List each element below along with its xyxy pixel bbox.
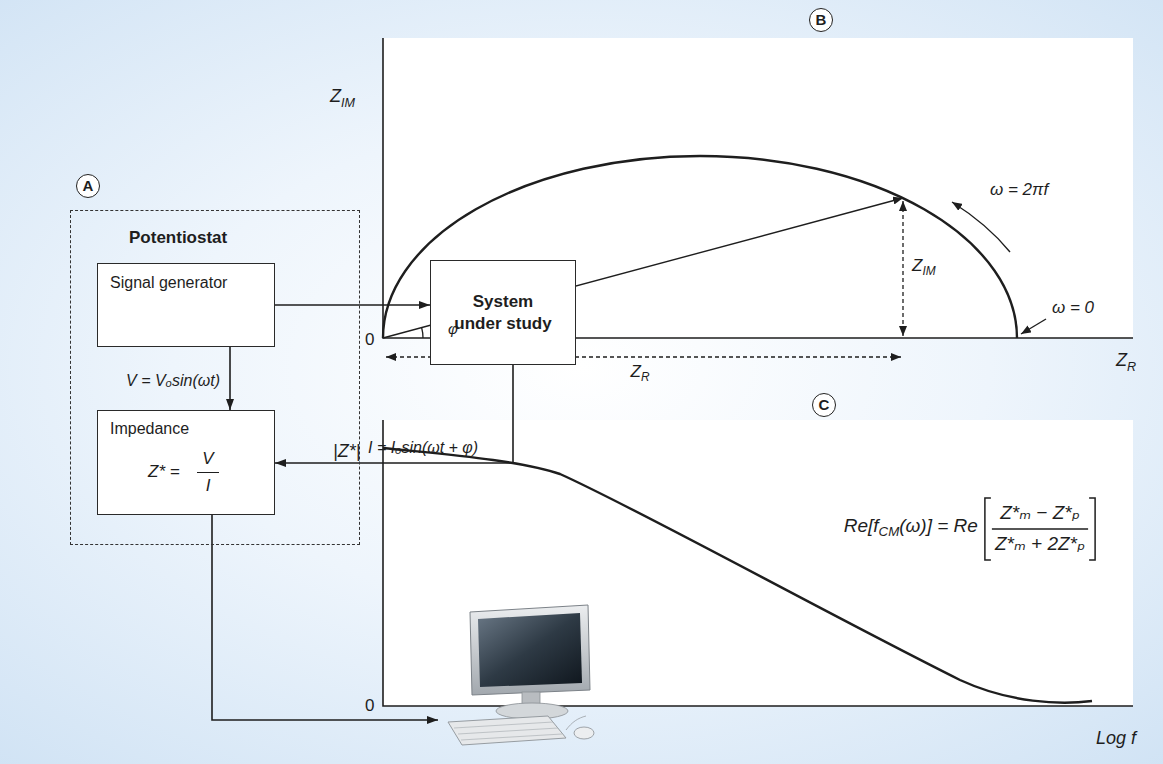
monitor-screen (478, 613, 582, 687)
signal-connector (229, 347, 231, 410)
magnitude-curve (383, 448, 1092, 703)
monitor-bezel (470, 605, 590, 695)
axis-label: IM (341, 96, 355, 110)
equation-part: CM (879, 524, 900, 539)
formula-text: Z* = (148, 461, 180, 482)
bracket (1089, 498, 1095, 560)
mouse (574, 727, 594, 739)
formula-text: I (206, 475, 211, 496)
frequency-label: ω = 2πf (990, 180, 1048, 199)
plot-area (383, 38, 1133, 338)
equation-part-group: Z*ₘ − Z*ₚ (1000, 503, 1080, 523)
bracket (985, 498, 991, 560)
signal-formula: I = Iₒsin(ωt + φ) (368, 438, 478, 458)
axis-label: R (1127, 360, 1136, 374)
axis-label: Z (330, 86, 341, 106)
axis-label-group: ZR (1116, 350, 1136, 377)
computer-wire (212, 515, 438, 720)
computer-icon (448, 605, 594, 745)
angle-arc (422, 328, 423, 339)
origin-label-group: 0 (365, 696, 374, 716)
panel-letter-text: B (816, 11, 827, 30)
box-title: Impedance (110, 419, 189, 439)
frequency-label-group: ω = 0 (1052, 298, 1094, 318)
angle-label: φ (448, 320, 458, 337)
panel-letter-text: C (819, 396, 830, 415)
panel-letter: A (76, 174, 100, 198)
keyboard (448, 716, 566, 745)
panel-letter: C (812, 393, 836, 417)
component-label: R (641, 370, 650, 384)
panel-letter: B (809, 8, 833, 32)
axis-label: Z (1116, 350, 1127, 370)
axis-label-group: ZIM (330, 86, 355, 113)
axis-label: Log f (1096, 728, 1136, 748)
signal-formula: V = Vₒsin(ωt) (126, 371, 220, 391)
origin-label: 0 (365, 330, 374, 349)
origin-label-group: 0 (365, 330, 374, 350)
formula-text: V (202, 448, 213, 469)
keyboard-keys (454, 722, 562, 740)
equation-part: Re[f (844, 515, 879, 536)
system-box: System under study (430, 260, 576, 365)
axis-label-group: |Z*| (333, 441, 360, 461)
equation-part: Z*ₘ + 2Z*ₚ (995, 533, 1085, 554)
signal-connector (275, 304, 430, 306)
frequency-label-group: ω = 2πf (990, 180, 1048, 200)
origin-label: 0 (365, 696, 374, 715)
nyquist-curve (383, 156, 1017, 338)
equation-part-group: Re[fCM(ω)] = Re (844, 516, 978, 543)
generator-box: Signal generator (97, 263, 275, 347)
component-label-group: ZIM (912, 256, 936, 281)
dimension-line (902, 201, 903, 336)
fraction-bar (992, 528, 1088, 529)
panel-letter-text: A (83, 177, 94, 196)
component-label: IM (922, 264, 935, 278)
component-label: Z (912, 256, 922, 275)
equation-part: Z*ₘ − Z*ₚ (1000, 502, 1080, 523)
equation-part: (ω)] = Re (899, 515, 978, 536)
angle-label-group: φ (448, 321, 458, 337)
box-title: Signal generator (110, 273, 262, 293)
equation-part-group: Z*ₘ + 2Z*ₚ (995, 534, 1085, 554)
axis-label: |Z*| (333, 441, 360, 461)
component-label-group: ZR (631, 362, 650, 387)
signal-connector (275, 365, 513, 463)
frequency-label: ω = 0 (1052, 298, 1094, 317)
leader-arrow (1021, 319, 1046, 334)
direction-arrow (952, 202, 1010, 252)
impedance-box: Impedance Z* = VI (97, 410, 275, 515)
fraction-bar (197, 472, 219, 473)
group-title: Potentiostat (129, 227, 359, 248)
component-label: Z (631, 362, 641, 381)
equation-marks (985, 498, 1095, 560)
axis-label-group: Log f (1096, 728, 1136, 748)
plot-axes (383, 38, 1133, 338)
box-title: System under study (451, 291, 555, 334)
